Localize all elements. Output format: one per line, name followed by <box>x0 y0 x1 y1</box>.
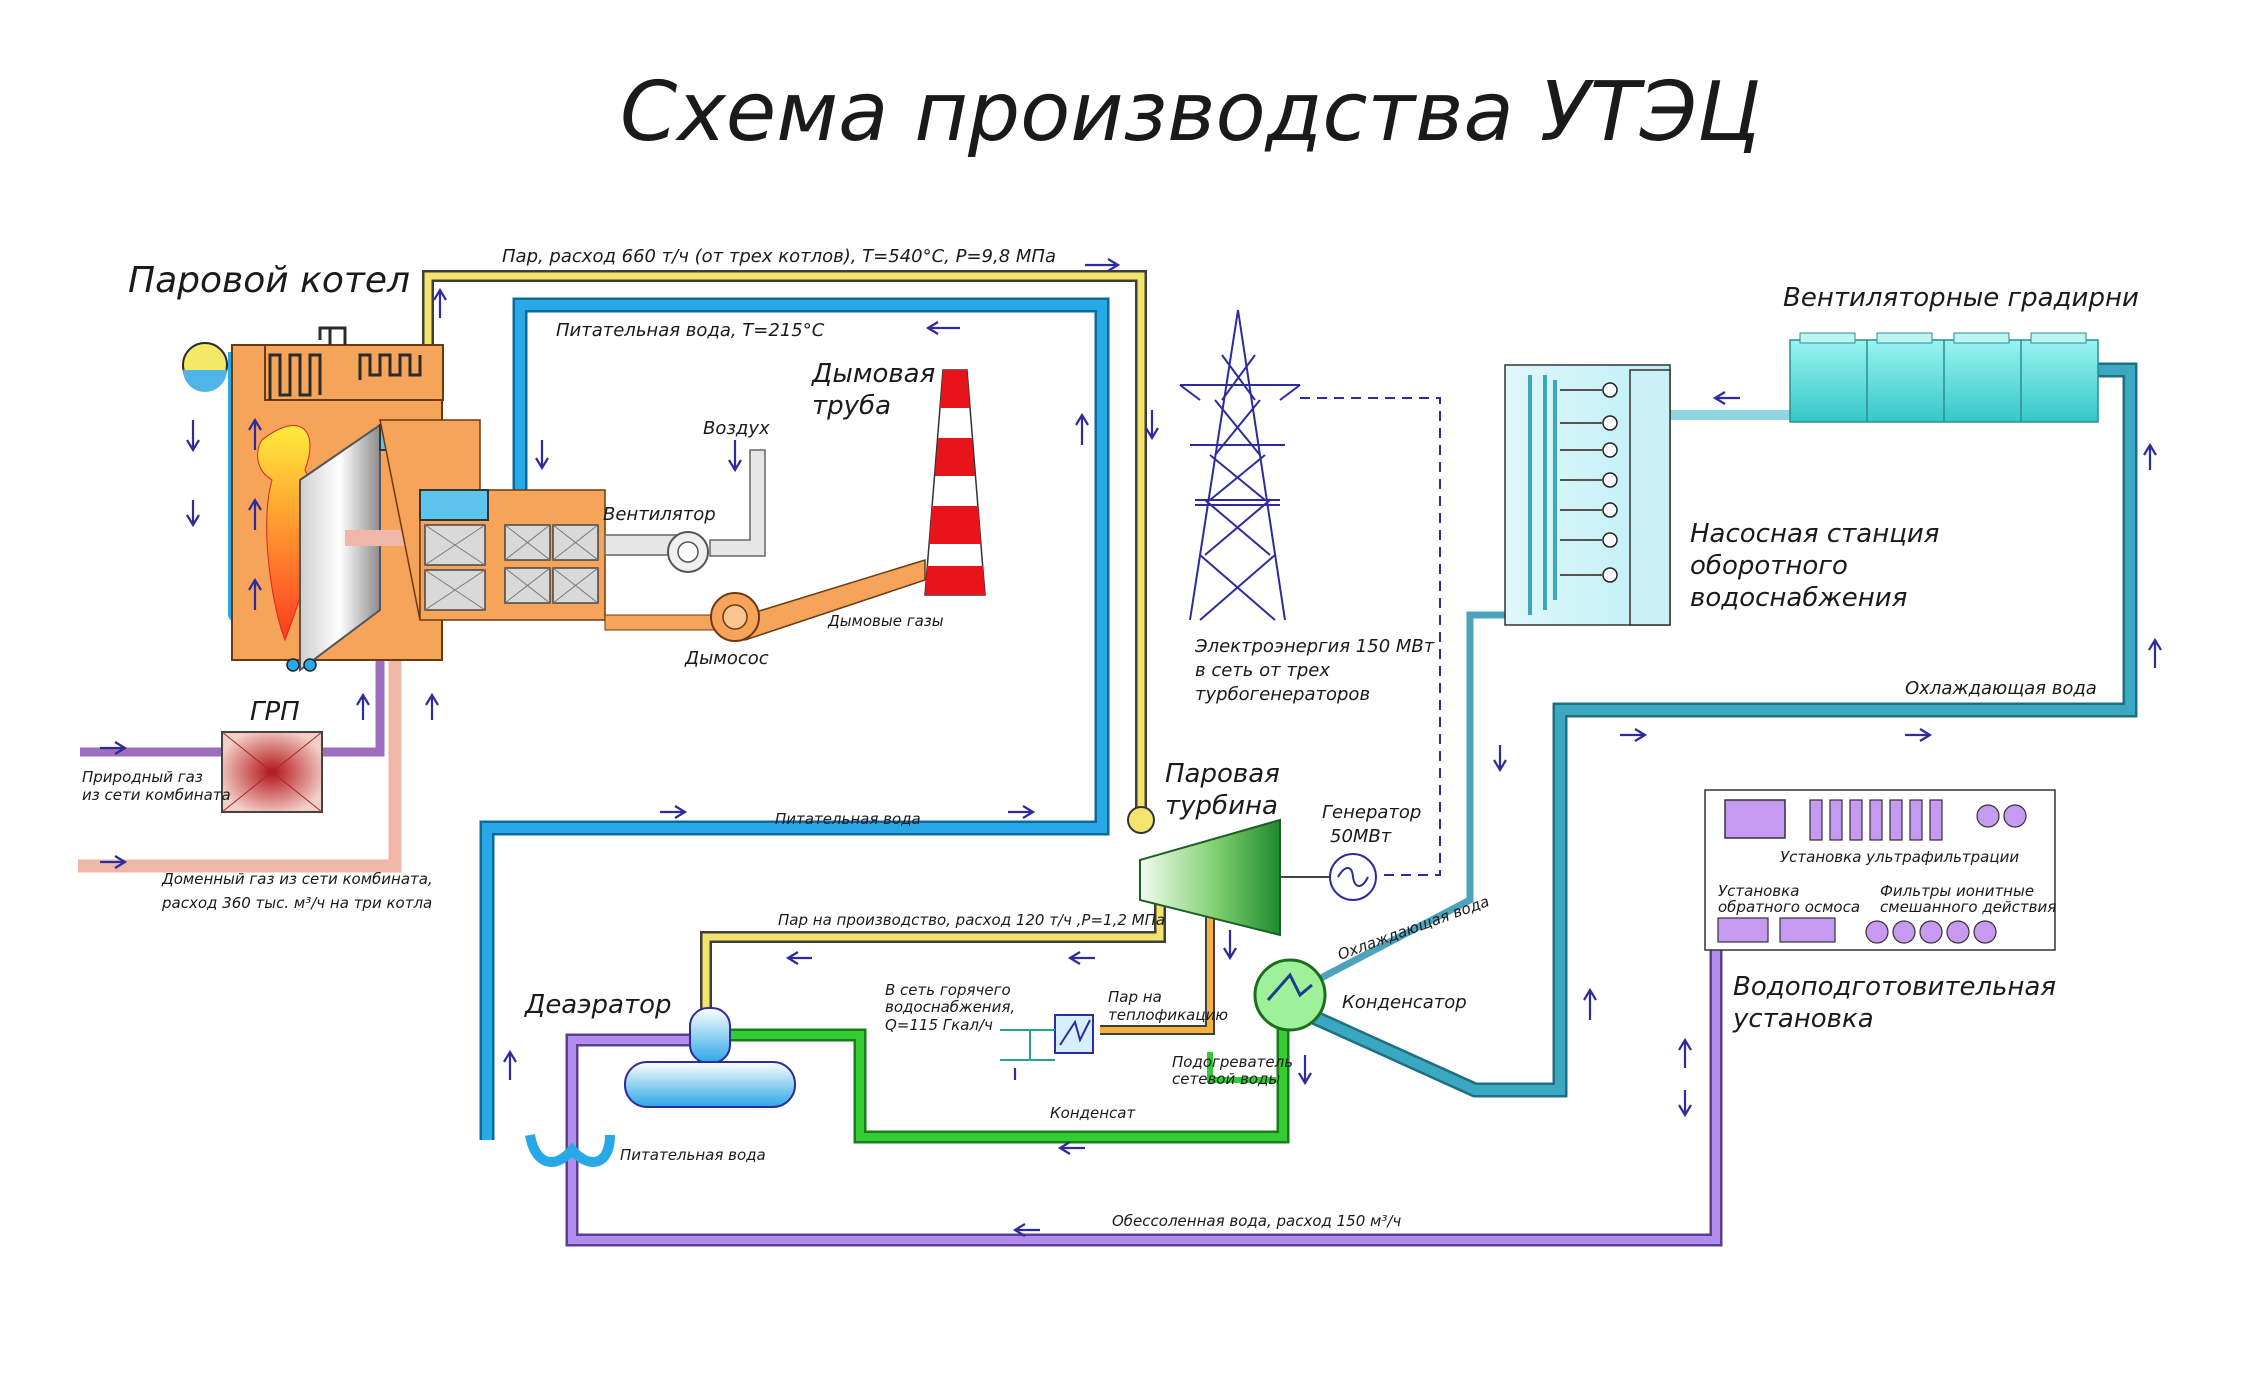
label-condensate: Конденсат <box>1050 1104 1136 1122</box>
cooling-water-return-pipe <box>1296 611 1530 994</box>
label-ro-line1: Установка <box>1718 882 1799 900</box>
label-fan: Вентилятор <box>603 504 716 525</box>
label-production-steam: Пар на производство, расход 120 т/ч ,Р=1… <box>778 911 1165 929</box>
label-heating-steam-line2: теплофикацию <box>1108 1006 1228 1024</box>
label-generator-line1: Генератор <box>1322 802 1421 823</box>
label-steam-line: Пар, расход 660 т/ч (от трех котлов), Т=… <box>502 246 1056 267</box>
water-treatment-unit <box>1704 789 2056 951</box>
label-chimney-line1: Дымовая <box>811 359 935 389</box>
label-cooling-towers: Вентиляторные градирни <box>1783 283 2139 313</box>
cooling-towers <box>1789 332 2099 423</box>
label-water-treatment-line2: установка <box>1732 1004 1874 1034</box>
label-air: Воздух <box>703 418 770 439</box>
label-ion-line1: Фильтры ионитные <box>1880 882 2034 900</box>
feedwater-pipe <box>482 300 1107 1140</box>
label-power-line3: турбогенераторов <box>1195 684 1370 705</box>
pump-station <box>1504 364 1671 626</box>
label-heating-steam-line1: Пар на <box>1108 988 1162 1006</box>
label-turbine-line1: Паровая <box>1165 759 1280 789</box>
label-ultrafiltration: Установка ультрафильтрации <box>1780 848 2019 866</box>
condensate-pipe <box>730 1010 1287 1141</box>
condenser-icon <box>1253 958 1327 1032</box>
label-hot-water-line3: Q=115 Гкал/ч <box>885 1016 993 1034</box>
label-hot-water-line2: водоснабжения, <box>885 998 1015 1016</box>
label-demin-water: Обессоленная вода, расход 150 м³/ч <box>1112 1212 1401 1230</box>
label-cooling-water-right: Охлаждающая вода <box>1905 678 2097 699</box>
label-flue-gases: Дымовые газы <box>827 612 944 630</box>
flow-arrows <box>100 258 2162 1237</box>
label-feedwater-top: Питательная вода, Т=215°С <box>556 320 825 341</box>
label-natural-gas-line2: из сети комбината <box>82 786 231 804</box>
label-chimney-line2: труба <box>812 391 891 421</box>
label-feedwater-mid: Питательная вода <box>775 810 921 828</box>
label-blast-gas-line1: Доменный газ из сети комбината, <box>161 870 433 888</box>
label-net-heater-line2: сетевой воды <box>1172 1070 1280 1088</box>
demin-water-pipe <box>568 900 1720 1244</box>
power-tower-icon <box>1179 309 1301 621</box>
label-pump-station-line1: Насосная станция <box>1690 519 1939 549</box>
label-power-line1: Электроэнергия 150 МВт <box>1194 636 1435 657</box>
label-hot-water-line1: В сеть горячего <box>885 981 1011 999</box>
label-condenser: Конденсатор <box>1342 992 1467 1013</box>
label-deaerator: Деаэратор <box>524 990 672 1020</box>
steam-boiler <box>182 326 606 672</box>
label-generator-line2: 50МВт <box>1330 826 1392 847</box>
label-boiler: Паровой котел <box>128 260 410 301</box>
heater-condensate-pipe <box>1207 1052 1280 1083</box>
heating-steam-pipe <box>1100 910 1213 1033</box>
label-net-heater-line1: Подогреватель <box>1172 1053 1293 1071</box>
deaerator <box>525 1007 796 1167</box>
label-water-treatment-line1: Водоподготовительная <box>1733 972 2056 1002</box>
label-feedwater-bottom: Питательная вода <box>620 1146 766 1164</box>
label-blast-gas-line2: расход 360 тыс. м³/ч на три котла <box>161 894 432 912</box>
diagram-title: Схема производства УТЭЦ <box>620 65 1761 160</box>
network-heater-icon <box>1054 1014 1094 1054</box>
label-ion-line2: смешанного действия <box>1880 898 2056 916</box>
label-power-line2: в сеть от трех <box>1195 660 1330 681</box>
label-grp: ГРП <box>250 697 300 727</box>
chimney <box>924 369 986 596</box>
label-pump-station-line2: оборотного <box>1690 551 1848 581</box>
cooling-water-pipe <box>1295 365 2135 1095</box>
label-ro-line2: обратного осмоса <box>1718 898 1860 916</box>
label-cooling-water-diagonal: Охлаждающая вода <box>1335 892 1491 964</box>
label-pump-station-line3: водоснабжения <box>1690 583 1907 613</box>
production-steam-pipe <box>702 900 1164 1020</box>
steam-pipe <box>424 272 1145 820</box>
label-exhauster: Дымосос <box>684 648 769 669</box>
power-dashed-line <box>1300 397 1441 876</box>
label-natural-gas-line1: Природный газ <box>82 768 203 786</box>
steam-turbine <box>1139 818 1281 937</box>
label-turbine-line2: турбина <box>1165 791 1278 821</box>
turbine-valve-icon <box>1127 806 1155 834</box>
